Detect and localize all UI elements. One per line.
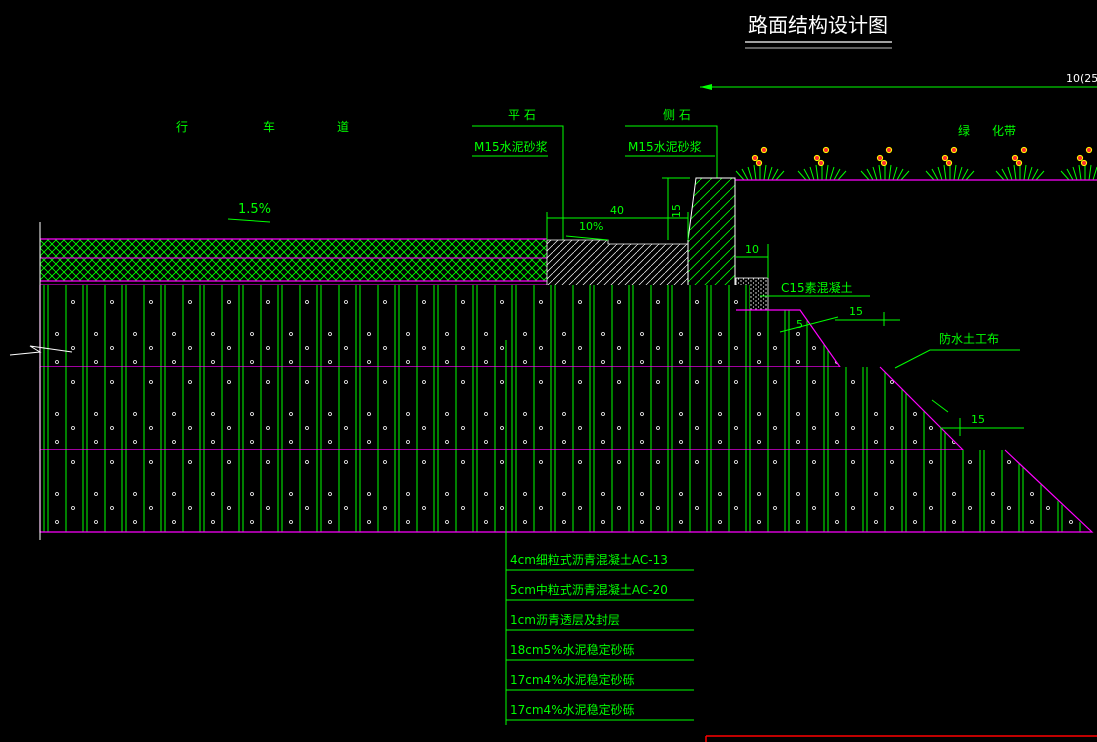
curb-stone bbox=[687, 177, 736, 298]
slope-label: 1.5% bbox=[238, 202, 271, 217]
base-course-2 bbox=[40, 367, 963, 450]
base-course-3 bbox=[40, 450, 1090, 532]
dim15b-slant bbox=[931, 399, 949, 413]
green-belt-plants bbox=[735, 146, 1097, 181]
plant-icon bbox=[925, 146, 975, 181]
flat-stone-label: 平 石 bbox=[508, 108, 536, 122]
carriageway-char-1: 行 bbox=[176, 120, 188, 134]
dim-10-label: 10 bbox=[745, 243, 759, 256]
dim-5-label: 5 bbox=[796, 318, 803, 331]
geotextile-leader bbox=[894, 349, 1020, 369]
green-belt-char-1: 绿 bbox=[958, 123, 970, 138]
flat-stone-leader bbox=[472, 125, 564, 240]
legend-layer-label: 5cm中粒式沥青混凝土AC-20 bbox=[510, 582, 668, 597]
plant-icon bbox=[735, 146, 785, 181]
dim-40-label: 40 bbox=[610, 204, 624, 217]
slope-leader bbox=[227, 218, 271, 223]
legend-layer-label: 4cm细粒式沥青混凝土AC-13 bbox=[510, 552, 668, 567]
carriageway-char-2: 车 bbox=[263, 119, 275, 134]
mortar-left-label: M15水泥砂浆 bbox=[474, 139, 548, 154]
drawing-title: 路面结构设计图 bbox=[748, 13, 888, 37]
legend-layer-list: 4cm细粒式沥青混凝土AC-13 5cm中粒式沥青混凝土AC-20 1cm沥青透层及… bbox=[506, 552, 694, 721]
green-belt-char-2: 化带 bbox=[992, 124, 1016, 138]
legend-layer-label: 18cm5%水泥稳定砂砾 bbox=[510, 642, 635, 657]
plant-icon bbox=[995, 146, 1045, 181]
side-stone-leader bbox=[625, 125, 718, 178]
legend-layer-label: 1cm沥青透层及封层 bbox=[510, 613, 620, 627]
plant-icon bbox=[1060, 146, 1097, 181]
carriageway-char-3: 道 bbox=[337, 120, 349, 134]
dim-15-a-label: 15 bbox=[849, 305, 863, 318]
top-dim-arrow bbox=[700, 84, 712, 90]
side-stone-label: 侧 石 bbox=[663, 108, 691, 122]
asphalt-surface-layer bbox=[40, 239, 547, 281]
plant-icon bbox=[860, 146, 910, 181]
base-course-1 bbox=[40, 285, 840, 367]
dim-15-vertical-label: 15 bbox=[670, 204, 683, 218]
mortar-right-label: M15水泥砂浆 bbox=[628, 139, 702, 154]
gutter-slope-leader bbox=[565, 235, 609, 241]
c15-label: C15素混凝土 bbox=[781, 280, 853, 295]
dim-15-b-label: 15 bbox=[971, 413, 985, 426]
legend-layer-label: 17cm4%水泥稳定砂砾 bbox=[510, 702, 635, 717]
top-right-dim-label: 10(25 bbox=[1066, 72, 1097, 85]
break-mark bbox=[9, 345, 73, 356]
gutter-slope-label: 10% bbox=[579, 220, 603, 233]
dim5-line bbox=[779, 316, 839, 333]
plant-icon bbox=[797, 146, 847, 181]
legend-layer-label: 17cm4%水泥稳定砂砾 bbox=[510, 672, 635, 687]
geotextile-label: 防水土工布 bbox=[939, 331, 999, 346]
